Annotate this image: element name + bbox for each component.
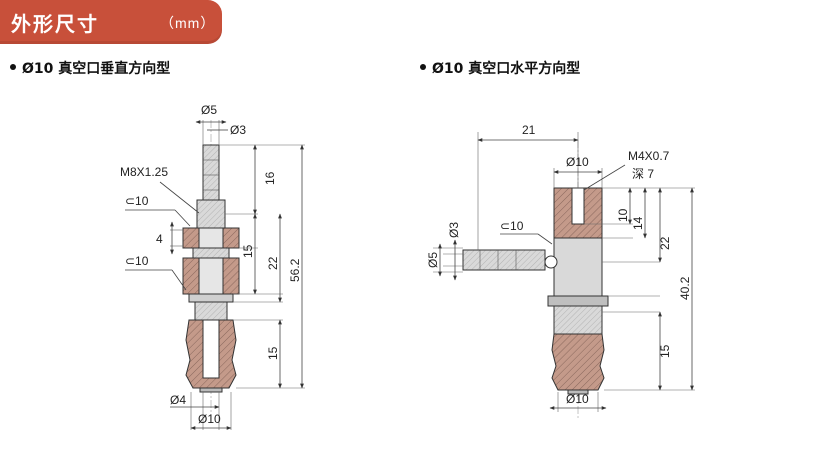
left-barb: [202, 144, 220, 201]
right-label-thread: M4X0.7: [628, 149, 670, 163]
right-barb: [462, 249, 546, 271]
left-label-h16: 16: [263, 171, 277, 185]
left-flange: [188, 293, 234, 303]
right-flange: [547, 295, 609, 307]
left-label-hex2: ⊂10: [125, 254, 149, 268]
right-title-text: Ø10 真空口水平方向型: [432, 61, 581, 77]
right-section-title: Ø10 真空口水平方向型: [420, 58, 580, 78]
left-label-hex1: ⊂10: [125, 194, 149, 208]
right-suction-cup: [551, 333, 605, 391]
right-label-h15: 15: [658, 344, 672, 358]
header-banner: 外形尺寸 （mm）: [0, 0, 222, 44]
left-section-title: Ø10 真空口垂直方向型: [10, 58, 170, 78]
left-label-d3: Ø3: [230, 123, 246, 137]
right-label-w21: 21: [522, 123, 536, 137]
left-drawing: Ø5 Ø3 M8X1.25 ⊂10 4 ⊂10 16 15 22: [120, 103, 305, 430]
left-label-thread: M8X1.25: [120, 165, 168, 179]
left-label-d4: Ø4: [170, 393, 186, 407]
left-label-d5: Ø5: [201, 103, 217, 117]
left-label-h15b: 15: [266, 346, 280, 360]
left-label-h15: 15: [241, 244, 255, 258]
bullet-icon: [10, 64, 16, 70]
right-label-h10: 10: [616, 208, 630, 222]
right-drawing: 21 Ø10 M4X0.7 深 7 ⊂10 Ø3 Ø5 10: [426, 123, 695, 420]
left-label-h4: 4: [156, 232, 163, 246]
header-unit: （mm）: [160, 15, 216, 31]
right-label-h14: 14: [631, 216, 645, 230]
right-label-d10: Ø10: [566, 392, 589, 406]
right-body: [553, 237, 603, 297]
left-label-h22: 22: [266, 256, 280, 270]
right-label-hex: ⊂10: [500, 219, 524, 233]
left-title-text: Ø10 真空口垂直方向型: [22, 61, 171, 77]
right-label-depth: 深 7: [632, 167, 654, 181]
right-label-h40: 40.2: [678, 276, 692, 300]
right-label-d10top: Ø10: [566, 155, 589, 169]
header-title: 外形尺寸: [11, 12, 99, 36]
right-label-d5: Ø5: [426, 252, 440, 268]
left-label-h56: 56.2: [288, 258, 302, 282]
right-label-d3: Ø3: [447, 222, 461, 238]
right-label-h22: 22: [658, 236, 672, 250]
bullet-icon: [420, 64, 426, 70]
left-thread: [196, 199, 226, 229]
left-label-d10: Ø10: [198, 412, 221, 426]
